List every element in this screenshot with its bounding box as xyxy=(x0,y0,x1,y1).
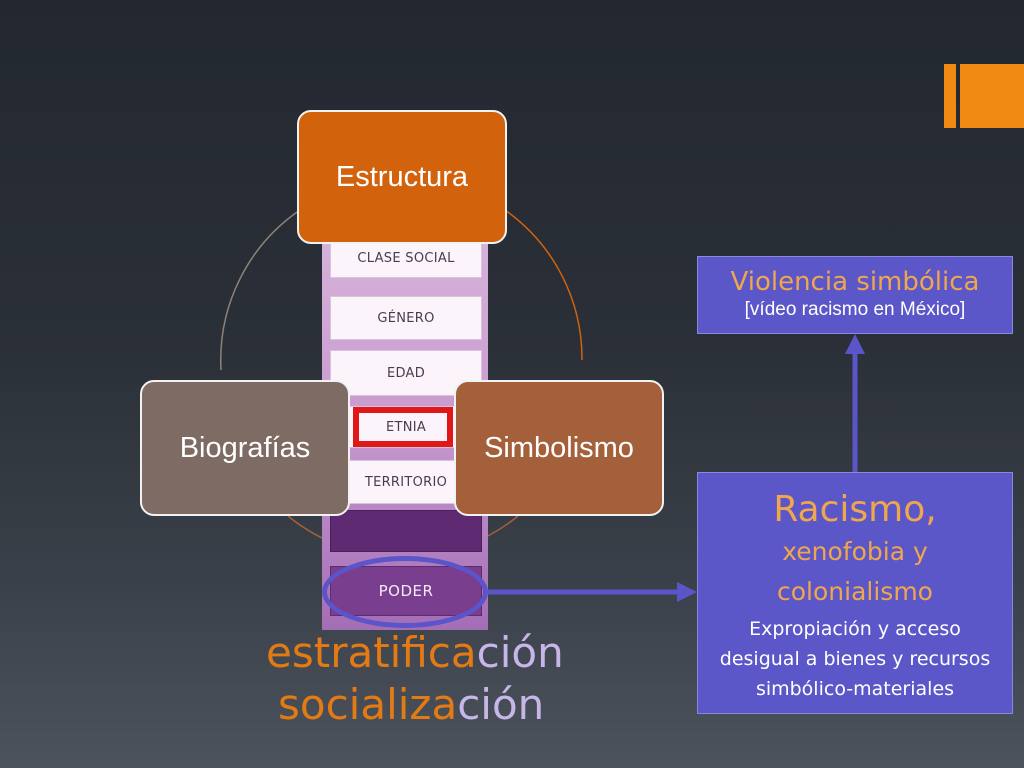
logo-bar-thin xyxy=(944,64,956,128)
violencia-box[interactable]: Violencia simbólica [vídeo racismo en Mé… xyxy=(697,256,1013,334)
stratum-genero: GÉNERO xyxy=(330,296,482,340)
racismo-desc-1: Expropiación y acceso xyxy=(749,618,961,640)
simbolismo-label: Simbolismo xyxy=(484,431,634,464)
estratificacion-suffix: ción xyxy=(476,628,564,677)
racismo-desc-3: simbólico-materiales xyxy=(755,678,955,700)
simbolismo-box: Simbolismo xyxy=(454,380,664,516)
logo-bar-wide xyxy=(960,64,1024,128)
estratificacion-stem: estratifica xyxy=(266,628,477,677)
racismo-desc-2: desigual a bienes y recursos xyxy=(719,648,991,670)
cycle-arc-left xyxy=(219,209,301,371)
cycle-arc-right xyxy=(504,209,583,361)
estructura-box: Estructura xyxy=(297,110,507,244)
stratum-clase-social: CLASE SOCIAL xyxy=(330,238,482,278)
arrow-right-head xyxy=(677,582,697,602)
biografias-box: Biografías xyxy=(140,380,350,516)
violencia-video-link[interactable]: [vídeo racismo en México] xyxy=(744,299,966,320)
biografias-label: Biografías xyxy=(179,431,311,464)
estructura-label: Estructura xyxy=(335,160,469,193)
socializacion-stem: socializa xyxy=(278,680,458,729)
socializacion-suffix: ción xyxy=(457,680,545,729)
racismo-title: Racismo, xyxy=(773,489,937,530)
arrow-up-head xyxy=(845,334,865,354)
poder-highlight-ellipse xyxy=(322,556,488,628)
racismo-box: Racismo, xenofobia y colonialismo Exprop… xyxy=(697,472,1013,714)
etnia-highlight-box xyxy=(353,407,453,447)
socializacion-text: socialización xyxy=(278,680,544,729)
violencia-title: Violencia simbólica xyxy=(730,267,980,297)
estratificacion-text: estratificación xyxy=(266,628,564,677)
racismo-subtitle-2: colonialismo xyxy=(777,577,933,606)
racismo-subtitle-1: xenofobia y xyxy=(782,537,928,566)
stratum-blank xyxy=(330,510,482,552)
